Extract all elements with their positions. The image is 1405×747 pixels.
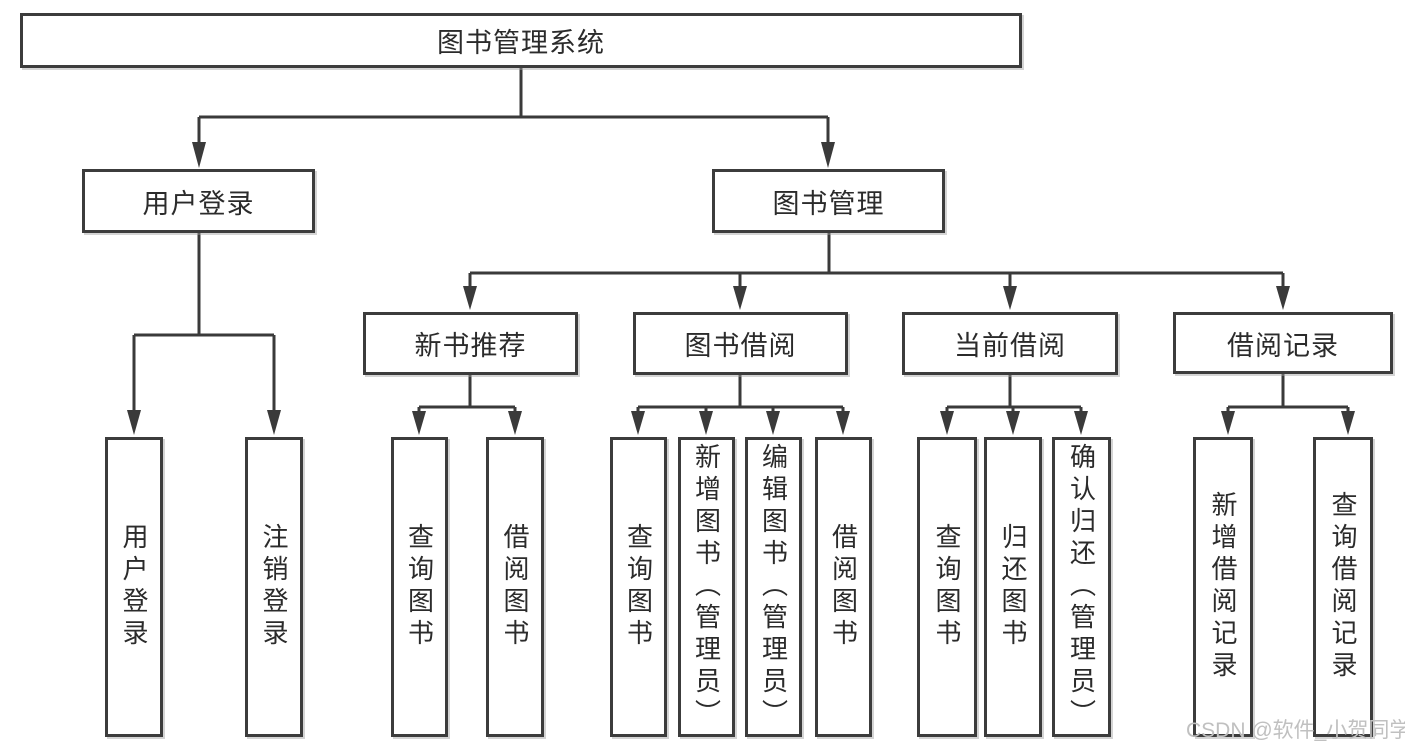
leaf-query-books-current: 查询图书 [917,437,977,737]
leaf-user-login: 用户登录 [105,437,163,737]
leaf-edit-books-admin: 编辑图书（管理员） [745,437,802,737]
arrowhead [1074,411,1088,435]
arrowhead [1221,411,1235,435]
node-current-borrow: 当前借阅 [902,312,1118,375]
node-borrow-records: 借阅记录 [1173,312,1393,374]
leaf-add-borrow-record: 新增借阅记录 [1193,437,1253,737]
arrowhead [1003,286,1017,310]
arrowhead [1006,411,1020,435]
leaf-borrow-books-recommend: 借阅图书 [486,437,544,737]
arrowhead [1341,411,1355,435]
leaf-add-books-admin: 新增图书（管理员） [678,437,735,737]
arrowhead [821,142,835,168]
node-book-borrow: 图书借阅 [633,312,848,375]
leaf-query-books-borrow: 查询图书 [610,437,667,737]
arrowhead [836,411,850,435]
leaf-return-books: 归还图书 [984,437,1042,737]
leaf-borrow-books: 借阅图书 [815,437,872,737]
arrowhead [766,411,780,435]
arrowhead [463,286,477,310]
arrowhead [733,286,747,310]
leaf-query-books-recommend: 查询图书 [391,437,448,737]
leaf-query-borrow-record: 查询借阅记录 [1313,437,1373,737]
arrowhead [699,411,713,435]
node-user-login: 用户登录 [82,169,315,233]
arrowhead [508,411,522,435]
arrowhead [412,411,426,435]
csdn-watermark: CSDN @软件_小贺同学 [1186,719,1405,742]
arrowhead [127,410,141,435]
leaf-confirm-return-admin: 确认归还（管理员） [1052,437,1111,737]
leaf-logout: 注销登录 [245,437,303,737]
arrowhead [267,410,281,435]
arrowhead [631,411,645,435]
arrowhead [940,411,954,435]
arrowhead [192,142,206,168]
node-book-management: 图书管理 [712,169,945,233]
node-new-book-recommend: 新书推荐 [363,312,578,375]
arrowhead [1276,286,1290,310]
node-library-system: 图书管理系统 [20,13,1022,68]
